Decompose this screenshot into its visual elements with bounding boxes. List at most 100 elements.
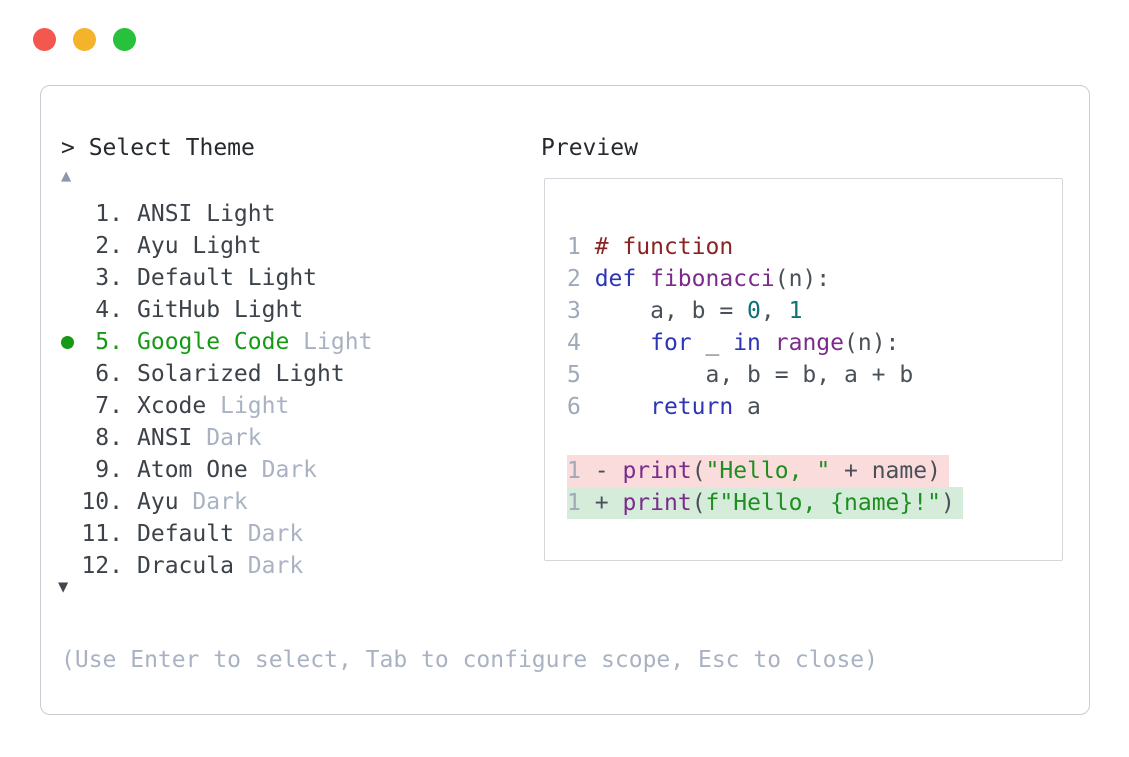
code-token: ): [940, 490, 955, 516]
theme-item-name: Ayu Light: [137, 233, 262, 259]
diff-row: 1 - print("Hello, " + name): [567, 455, 1062, 487]
code-token: "Hello, ": [705, 458, 831, 484]
theme-item-name: ANSI Dark: [137, 425, 262, 451]
theme-item-suffix: Dark: [192, 425, 262, 451]
theme-item-name: Ayu Dark: [137, 489, 248, 515]
code-token: f"Hello, {name}!": [705, 490, 941, 516]
preview-title: Preview: [541, 135, 638, 161]
theme-item-number: 9.: [95, 457, 123, 483]
theme-item-number: 3.: [95, 265, 123, 291]
code-token: a, b = b, a + b: [594, 362, 914, 388]
code-line: 1 # function: [567, 231, 1062, 263]
theme-item[interactable]: 10.Ayu Dark: [41, 486, 521, 518]
theme-item[interactable]: 6. Solarized Light: [41, 358, 521, 390]
code-token: [581, 458, 595, 484]
code-token: return: [650, 394, 734, 420]
code-token: ,: [760, 298, 789, 324]
line-number: 6: [567, 394, 595, 420]
theme-item-suffix: Light: [192, 201, 276, 227]
theme-item-suffix: Dark: [178, 489, 248, 515]
code-token: 0: [747, 298, 761, 324]
theme-list: 1.ANSI Light 2. Ayu Light 3. Default Light 4.…: [41, 198, 521, 582]
scroll-down-icon[interactable]: ▼: [58, 577, 69, 597]
theme-item-suffix: Light: [289, 329, 373, 355]
theme-item-name: Solarized Light: [137, 361, 345, 387]
minimize-window-button[interactable]: [73, 28, 96, 51]
theme-item-suffix: Light: [206, 393, 290, 419]
theme-item[interactable]: 11.Default Dark: [41, 518, 521, 550]
selected-bullet-icon: [60, 335, 74, 349]
code-line: 2 def fibonacci(n):: [567, 263, 1062, 295]
theme-item-name: Atom One Dark: [137, 457, 318, 483]
line-number: 2: [567, 266, 595, 292]
code-token: [609, 490, 623, 516]
theme-item-number: 7.: [95, 393, 123, 419]
line-number: 1: [567, 458, 581, 484]
hint-text: (Use Enter to select, Tab to configure s…: [61, 647, 878, 673]
theme-item-suffix: Light: [233, 265, 318, 291]
theme-item[interactable]: 7. Xcode Light: [41, 390, 521, 422]
theme-item-number: 6.: [95, 361, 123, 387]
bullet-column: [57, 335, 77, 349]
code-token: + name): [830, 458, 941, 484]
code-token: a: [733, 394, 761, 420]
theme-item-number: 12.: [81, 553, 123, 579]
theme-item-name: Xcode Light: [137, 393, 290, 419]
code-token: [609, 458, 623, 484]
line-number: 3: [567, 298, 595, 324]
close-window-button[interactable]: [33, 28, 56, 51]
theme-item-name: Default Light: [137, 265, 318, 291]
code-token: (n):: [774, 266, 831, 292]
code-line: 5 a, b = b, a + b: [567, 359, 1062, 391]
code-token: in: [733, 330, 761, 356]
theme-item[interactable]: 9. Atom One Dark: [41, 454, 521, 486]
diff-row: 1 + print(f"Hello, {name}!"): [567, 487, 1062, 519]
line-number: 5: [567, 362, 595, 388]
code-token: [761, 330, 775, 356]
theme-item-number: 4.: [95, 297, 123, 323]
window-controls: [33, 28, 136, 51]
theme-item-number: 2.: [95, 233, 123, 259]
zoom-window-button[interactable]: [113, 28, 136, 51]
theme-item[interactable]: 4. GitHub Light: [41, 294, 521, 326]
code-token: fibonacci: [650, 266, 775, 292]
theme-item-number: 8.: [95, 425, 123, 451]
theme-item-name: GitHub Light: [137, 297, 304, 323]
diff-added-line: 1 + print(f"Hello, {name}!"): [567, 487, 963, 519]
code-token: print: [622, 458, 692, 484]
scroll-up-icon[interactable]: ▲: [61, 166, 72, 186]
theme-item-suffix: Light: [220, 297, 304, 323]
theme-item-suffix: Dark: [233, 521, 304, 547]
select-theme-prompt: > Select Theme: [61, 135, 255, 161]
code-token: range: [774, 330, 844, 356]
code-token: -: [594, 458, 609, 484]
code-token: def: [594, 266, 637, 292]
code-token: +: [594, 490, 609, 516]
code-token: (n):: [844, 330, 900, 356]
theme-item-name: Google Code Light: [137, 329, 373, 355]
theme-picker-panel: > Select Theme Preview ▲ 1.ANSI Light 2. A…: [40, 85, 1090, 715]
code-line: 4 for _ in range(n):: [567, 327, 1062, 359]
code-token: _: [691, 330, 734, 356]
code-token: (: [691, 458, 706, 484]
theme-item-suffix: Light: [261, 361, 345, 387]
theme-item[interactable]: 2. Ayu Light: [41, 230, 521, 262]
theme-item[interactable]: 5. Google Code Light: [41, 326, 521, 358]
code-token: a, b =: [594, 298, 748, 324]
theme-item-name: Dracula Dark: [137, 553, 304, 579]
code-token: 1: [788, 298, 803, 324]
theme-item-number: 5.: [95, 329, 123, 355]
code-token: for: [650, 330, 692, 356]
theme-item[interactable]: 1.ANSI Light: [41, 198, 521, 230]
code-token: [636, 266, 650, 292]
code-token: [595, 394, 650, 420]
theme-item[interactable]: 3. Default Light: [41, 262, 521, 294]
theme-item[interactable]: 12. Dracula Dark: [41, 550, 521, 582]
code-token: print: [622, 490, 692, 516]
theme-item[interactable]: 8. ANSI Dark: [41, 422, 521, 454]
line-number: 1: [567, 234, 595, 260]
theme-item-name: ANSI Light: [137, 201, 276, 227]
